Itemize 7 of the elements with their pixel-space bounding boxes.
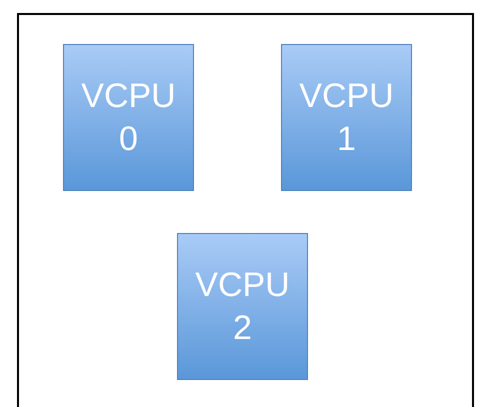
- container-box: [17, 13, 474, 407]
- vcpu-label: VCPU 1: [298, 76, 395, 160]
- vcpu-box: [281, 44, 412, 191]
- vcpu-label: VCPU 2: [194, 265, 291, 348]
- vcpu-box: [177, 233, 308, 380]
- vcpu-box: [63, 44, 194, 191]
- vcpu-label: VCPU 0: [80, 76, 177, 160]
